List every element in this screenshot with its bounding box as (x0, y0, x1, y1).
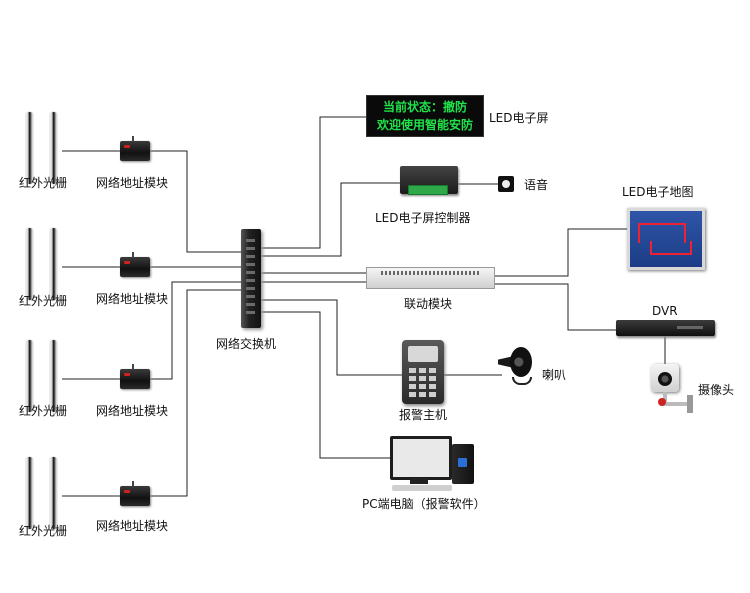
led-map-label: LED电子地图 (622, 185, 694, 199)
wire-switch-led-screen (260, 116, 366, 249)
horn-label: 喇叭 (542, 368, 567, 382)
camera-knob (658, 398, 666, 406)
linkage-module (366, 267, 495, 289)
infrared-beam-label: 红外光栅 (19, 404, 68, 418)
address-module-label: 网络地址模块 (96, 292, 169, 306)
infrared-beam-label: 红外光栅 (19, 524, 68, 538)
led-map (627, 208, 705, 270)
camera-mount (663, 392, 667, 404)
address-module-label: 网络地址模块 (96, 176, 169, 190)
infrared-beam-label: 红外光栅 (19, 176, 68, 190)
dvr (616, 320, 715, 336)
address-module-label: 网络地址模块 (96, 404, 169, 418)
led-screen-welcome-text: 欢迎使用智能安防 (376, 118, 473, 132)
address-module-4 (120, 481, 150, 506)
camera-mount-arm (663, 402, 689, 406)
pc-label: PC端电脑（报警软件） (362, 497, 486, 511)
wire-linkage-dvr (493, 283, 616, 331)
camera-icon (651, 364, 679, 392)
pc-monitor (390, 436, 452, 480)
wire-switch-led-controller (260, 182, 400, 257)
alarm-host-label: 报警主机 (399, 408, 448, 422)
wire-linkage-map (493, 228, 627, 277)
address-module-3 (120, 364, 150, 389)
infrared-beam-1 (20, 112, 62, 192)
horn-icon (498, 347, 534, 387)
led-screen-label: LED电子屏 (489, 111, 549, 125)
dvr-label: DVR (652, 304, 678, 318)
wire-switch-alarm-host (260, 299, 402, 376)
wire-module3-switch (150, 281, 242, 380)
infrared-beam-label: 红外光栅 (19, 294, 68, 308)
led-screen: 当前状态：撤防 欢迎使用智能安防 (366, 95, 484, 137)
led-controller (400, 166, 458, 195)
pc-monitor-stand (410, 478, 428, 484)
wire-switch-pc (260, 311, 390, 459)
voice-speaker-label: 语音 (524, 178, 549, 192)
network-switch-label: 网络交换机 (216, 337, 277, 351)
voice-speaker-icon (498, 176, 514, 192)
infrared-beam-3 (20, 340, 62, 420)
network-switch (241, 229, 261, 328)
linkage-module-label: 联动模块 (404, 297, 453, 311)
camera-wall-base (687, 395, 693, 413)
camera-label: 摄像头 (698, 383, 735, 397)
wire-module1-switch (150, 150, 242, 253)
alarm-host (402, 340, 444, 404)
pc-keyboard (392, 485, 452, 491)
address-module-1 (120, 136, 150, 161)
infrared-beam-2 (20, 228, 62, 308)
address-module-label: 网络地址模块 (96, 519, 169, 533)
pc-tower (452, 444, 474, 484)
led-screen-status-text: 当前状态：撤防 (382, 100, 467, 114)
wire-module4-switch (150, 289, 242, 497)
address-module-2 (120, 252, 150, 277)
led-controller-label: LED电子屏控制器 (375, 211, 471, 225)
infrared-beam-4 (20, 457, 62, 537)
